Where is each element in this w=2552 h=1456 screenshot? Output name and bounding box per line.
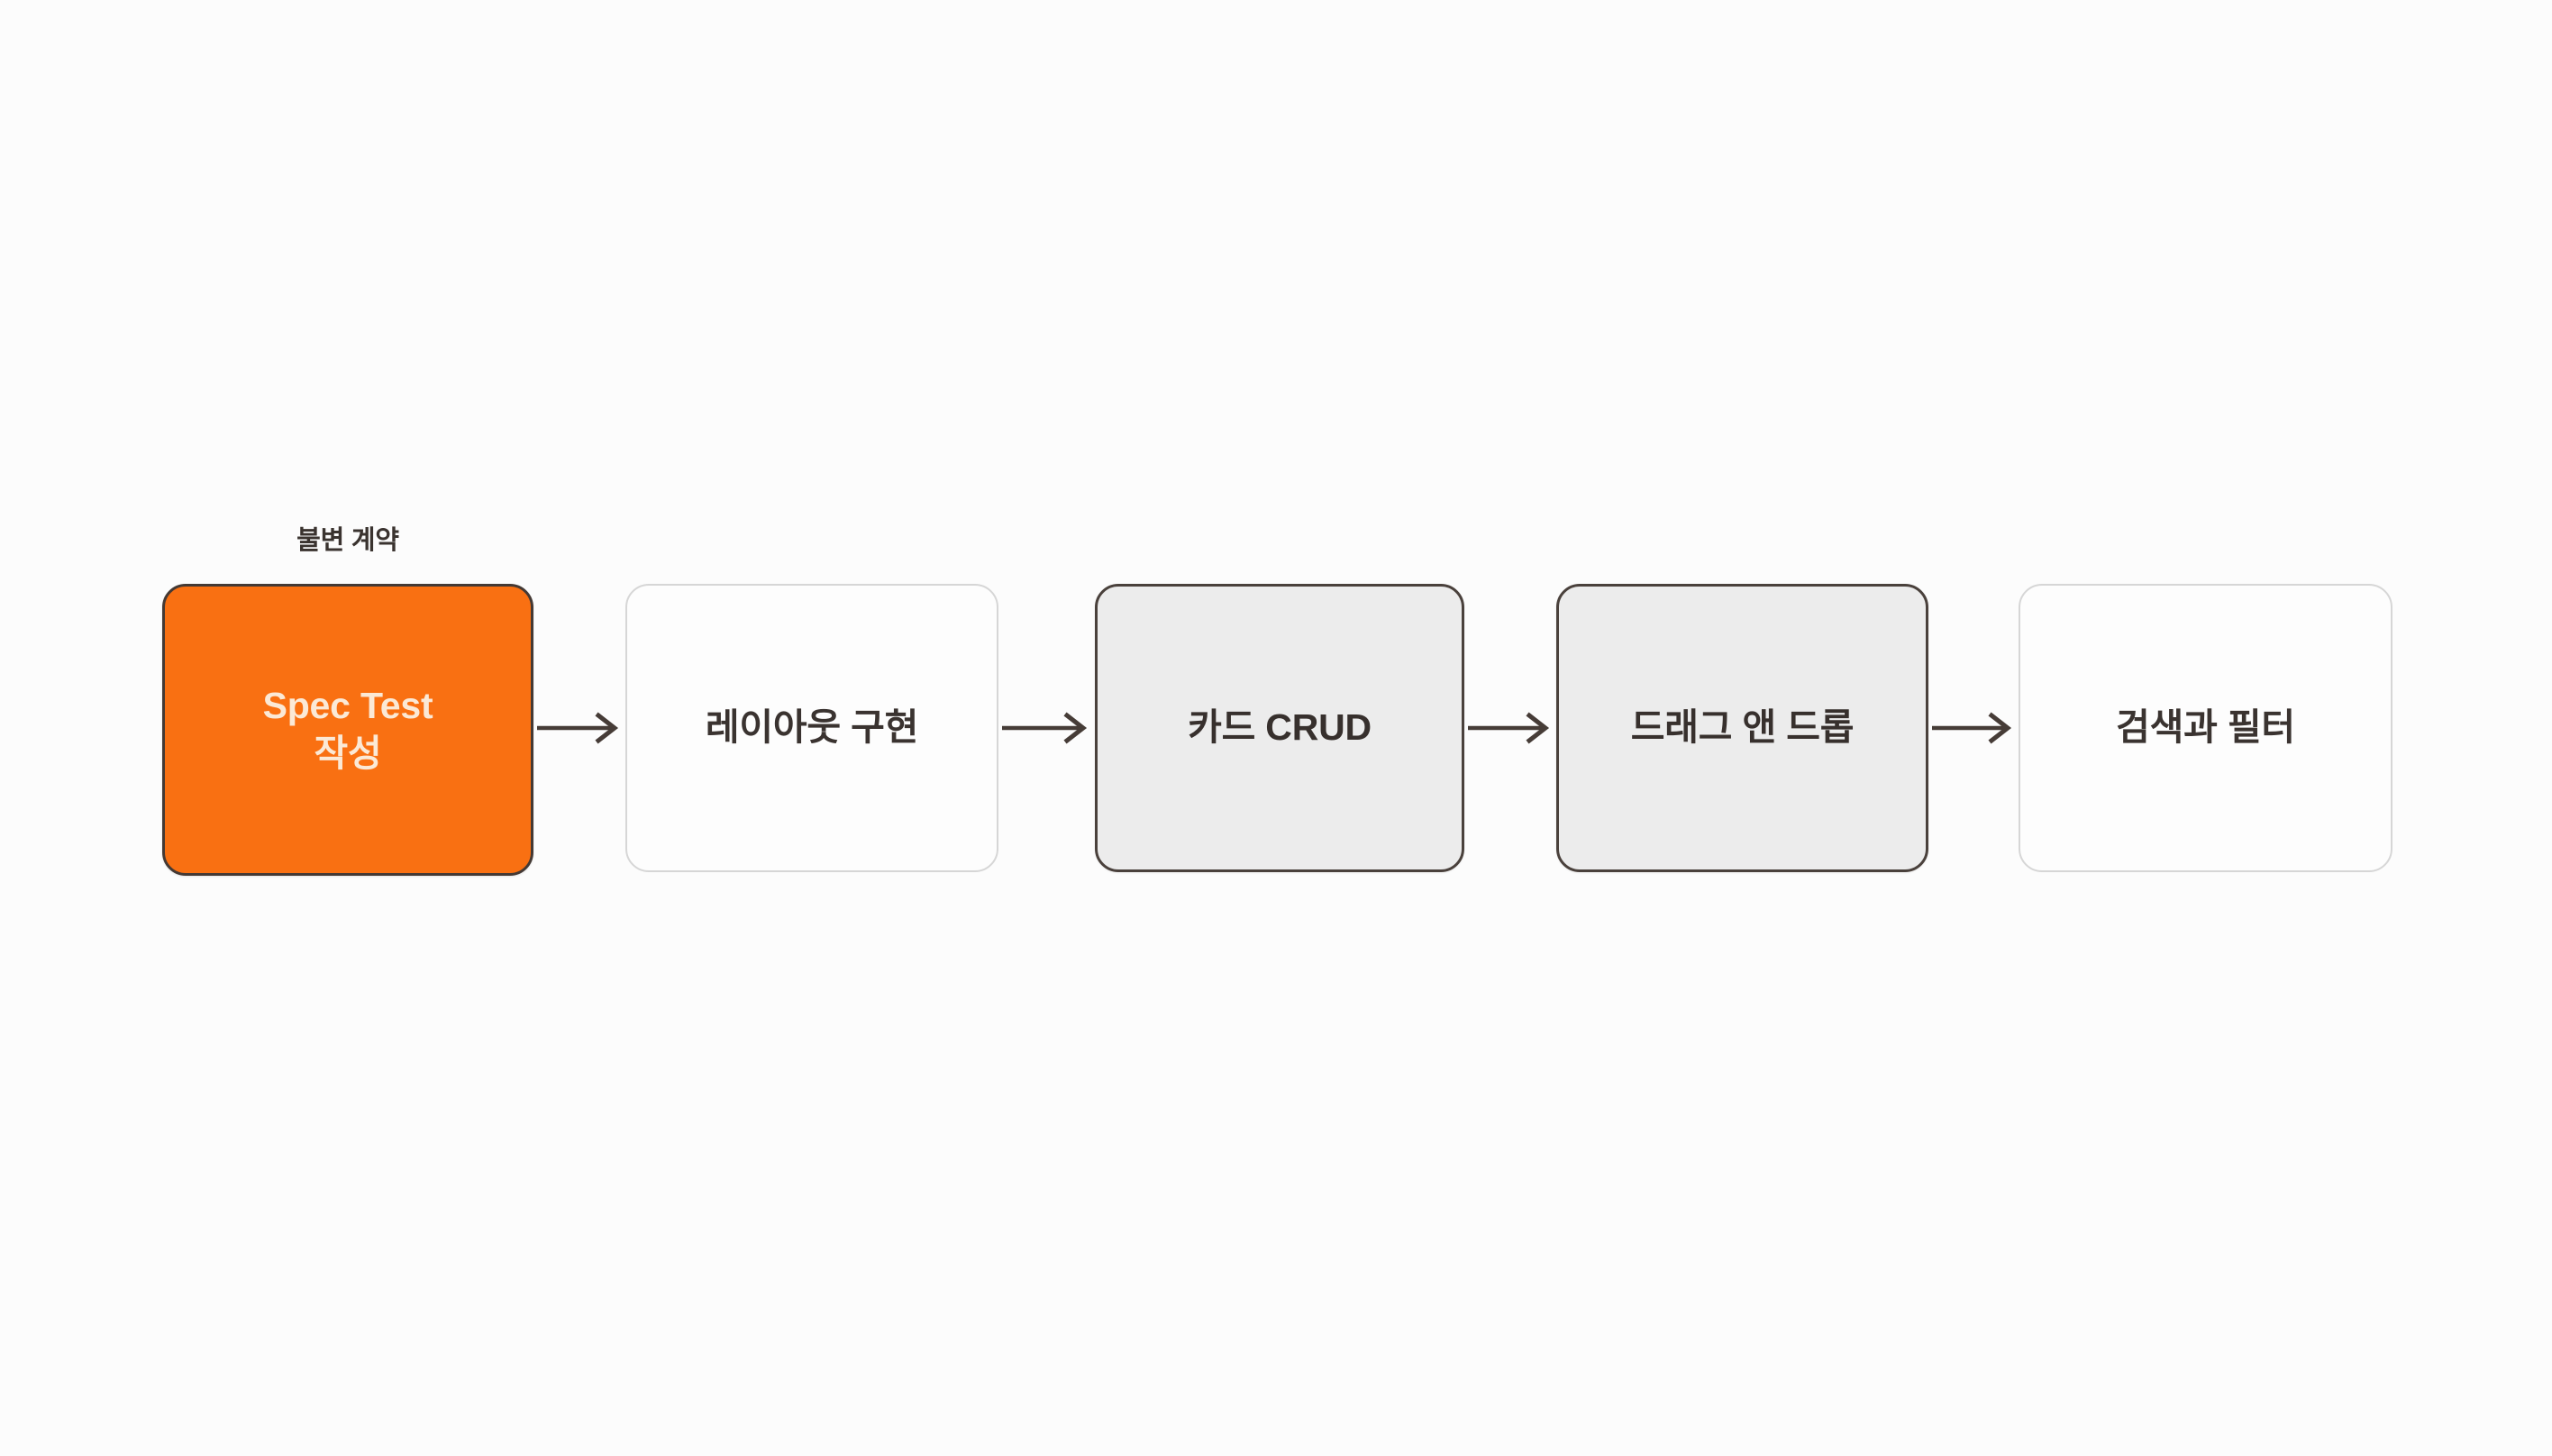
flow-node-spec-test[interactable]: Spec Test 작성 <box>162 584 533 876</box>
flow-node-label: 레이아웃 구현 <box>705 706 919 749</box>
flow-node-label: 검색과 필터 <box>2116 706 2295 749</box>
flow-node-layout-implementation[interactable]: 레이아웃 구현 <box>625 584 998 872</box>
node-annotation-immutable-contract: 불변 계약 <box>296 526 399 555</box>
flow-node-label: 카드 CRUD <box>1188 706 1372 749</box>
flow-node-row: Spec Test 작성 레이아웃 구현 카드 CRUD 드래그 앤 드롭 검색… <box>162 584 2392 878</box>
flow-node-label: 드래그 앤 드롭 <box>1630 706 1855 749</box>
flow-node-label: Spec Test 작성 <box>262 684 433 774</box>
flow-node-drag-and-drop[interactable]: 드래그 앤 드롭 <box>1556 584 1928 872</box>
flow-node-search-and-filter[interactable]: 검색과 필터 <box>2019 584 2392 872</box>
flow-node-card-crud[interactable]: 카드 CRUD <box>1095 584 1464 872</box>
